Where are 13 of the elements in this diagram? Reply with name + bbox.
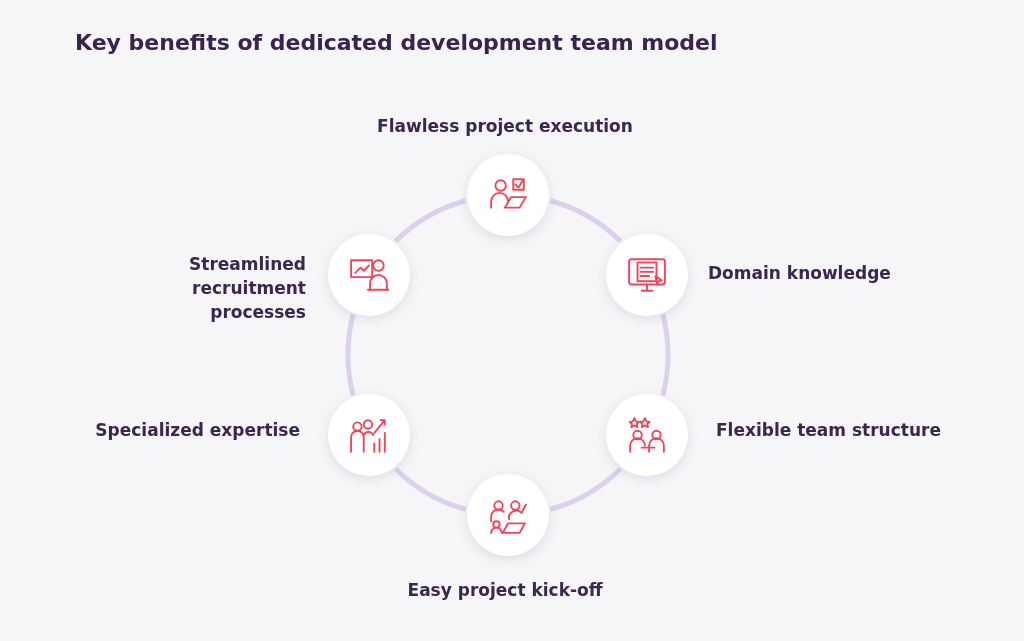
benefit-label: Domain knowledge: [708, 262, 892, 285]
benefit-label: Streamlined recruitment processes: [188, 253, 306, 324]
ring-arc: [660, 314, 671, 396]
ring-arc: [345, 314, 356, 396]
benefit-label: Flawless project execution: [376, 115, 634, 138]
title: Key benefits of dedicated development team model: [75, 30, 718, 55]
ring-arc: [549, 467, 622, 512]
benefit-label: Flexible team structure: [716, 419, 942, 442]
benefit-label: Specialized expertise: [94, 419, 300, 442]
ring-arc: [549, 198, 622, 243]
ring-arc: [394, 467, 467, 512]
benefit-label: Easy project kick-off: [406, 579, 604, 602]
ring-arc: [394, 198, 467, 243]
